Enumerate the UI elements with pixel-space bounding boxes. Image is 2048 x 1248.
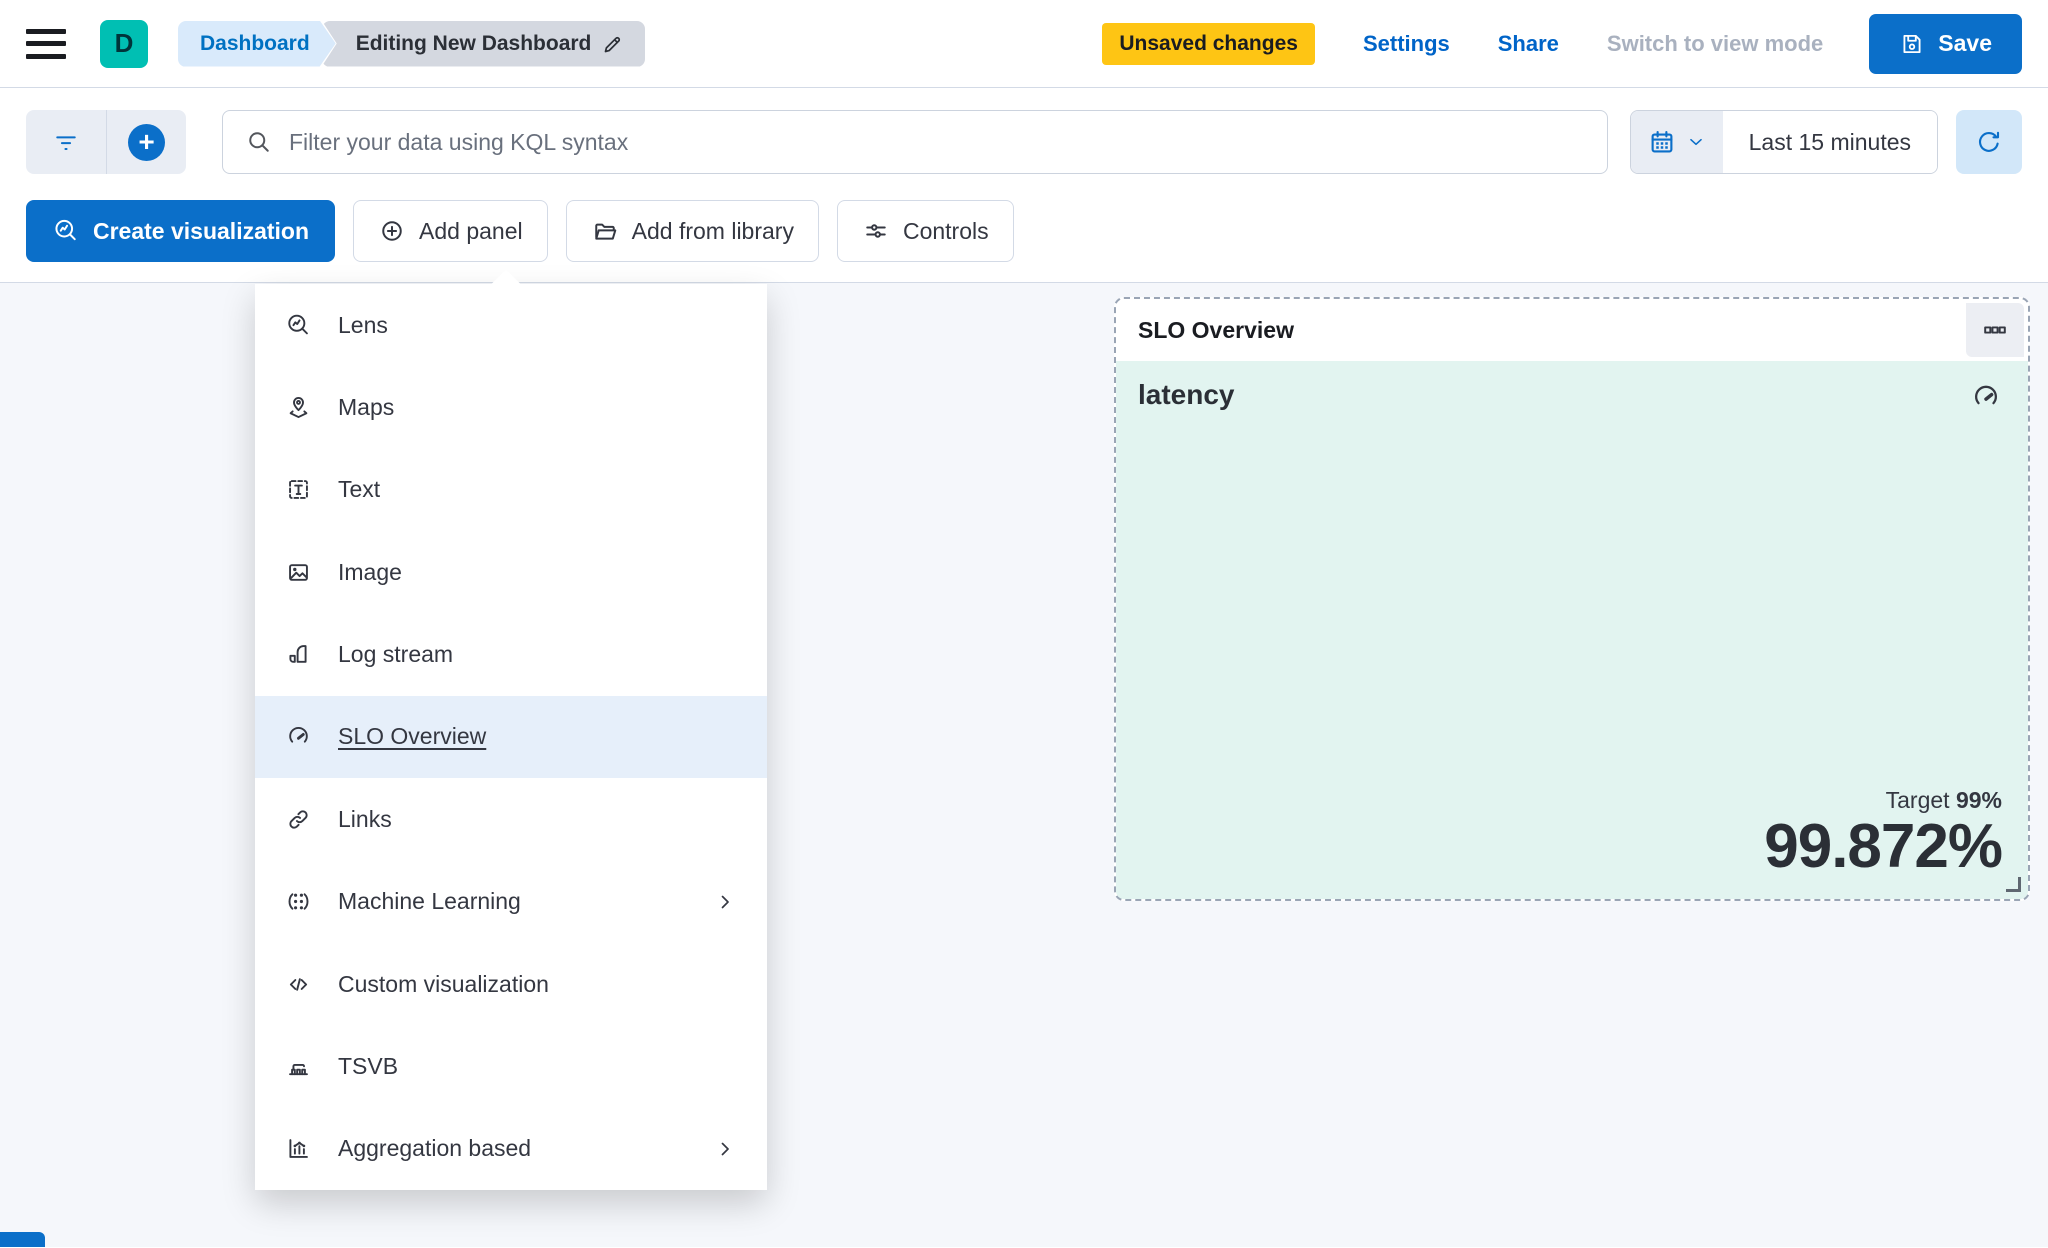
chevron-right-icon xyxy=(721,895,729,909)
kql-search-box xyxy=(222,110,1608,174)
menu-item-links[interactable]: Links xyxy=(255,778,767,861)
dashboard-toolbar: Create visualization Add panel Add from … xyxy=(0,196,2048,283)
panel-resize-handle[interactable] xyxy=(2006,877,2021,892)
slo-target-value: 99% xyxy=(1955,786,2002,813)
create-visualization-label: Create visualization xyxy=(93,217,310,244)
menu-item-lens[interactable]: Lens xyxy=(255,284,767,367)
menu-item-label: Text xyxy=(338,476,381,503)
breadcrumb-dashboard[interactable]: Dashboard xyxy=(178,21,336,67)
gauge-icon xyxy=(289,727,308,744)
log-stream-icon xyxy=(289,645,307,663)
add-from-library-label: Add from library xyxy=(631,217,794,244)
pencil-icon xyxy=(605,36,621,52)
slo-target-line: Target 99% xyxy=(1138,787,2002,814)
chevron-down-icon xyxy=(1689,138,1702,146)
code-icon xyxy=(289,977,308,991)
menu-item-label: Log stream xyxy=(338,641,454,668)
menu-item-machine-learning[interactable]: Machine Learning xyxy=(255,860,767,943)
menu-item-label: Image xyxy=(338,558,402,585)
slo-value: 99.872% xyxy=(1764,811,2003,881)
create-visualization-button[interactable]: Create visualization xyxy=(26,200,336,262)
menu-item-maps[interactable]: Maps xyxy=(255,366,767,449)
controls-label: Controls xyxy=(902,217,989,244)
lens-icon xyxy=(288,314,308,335)
plus-icon: + xyxy=(128,123,165,161)
add-panel-button[interactable]: Add panel xyxy=(353,200,548,262)
menu-item-label: Aggregation based xyxy=(338,1135,532,1162)
top-navigation-bar: D Dashboard Editing New Dashboard Unsave… xyxy=(0,0,2048,88)
panel-title: SLO Overview xyxy=(1138,316,1294,343)
add-from-library-button[interactable]: Add from library xyxy=(565,200,819,262)
time-range-button[interactable]: Last 15 minutes xyxy=(1722,111,1937,173)
panel-header: SLO Overview xyxy=(1116,299,2028,361)
chevron-right-icon xyxy=(721,1142,729,1156)
menu-item-label: Custom visualization xyxy=(338,970,549,997)
settings-link[interactable]: Settings xyxy=(1362,30,1450,56)
menu-item-custom-visualization[interactable]: Custom visualization xyxy=(255,942,767,1026)
refresh-icon xyxy=(1978,131,2000,152)
slo-metric-card: latency Target 99% 99.872% xyxy=(1116,361,2028,899)
plus-in-circle-icon xyxy=(382,221,402,241)
breadcrumb: Dashboard Editing New Dashboard xyxy=(178,20,646,67)
menu-item-label: SLO Overview xyxy=(338,723,487,750)
date-quick-select-button[interactable] xyxy=(1630,111,1723,173)
calendar-icon xyxy=(1651,130,1673,153)
query-filter-bar: + Last 15 minutes xyxy=(0,88,2048,196)
search-icon xyxy=(249,132,269,152)
save-button-label: Save xyxy=(1938,30,1992,56)
maps-icon xyxy=(289,397,308,419)
dashboard-canvas: Lens Maps Text Image Log stream SLO Over… xyxy=(0,269,2048,1247)
save-floppy-icon xyxy=(1903,34,1921,53)
refresh-button[interactable] xyxy=(1956,110,2022,174)
sliders-icon xyxy=(866,224,886,238)
machine-learning-icon xyxy=(288,893,309,910)
menu-item-tsvb[interactable]: TSVB xyxy=(255,1025,767,1108)
switch-view-mode-link[interactable]: Switch to view mode xyxy=(1606,30,1824,56)
slo-metric-name: latency xyxy=(1138,379,1235,410)
add-panel-menu: Lens Maps Text Image Log stream SLO Over… xyxy=(255,269,767,1190)
bottom-left-blue-strip xyxy=(0,1232,45,1247)
controls-button[interactable]: Controls xyxy=(836,200,1014,262)
folder-icon xyxy=(594,223,616,240)
slo-overview-panel[interactable]: SLO Overview latency Target 99% 99.872% xyxy=(1114,297,2030,901)
image-icon xyxy=(289,563,308,581)
boxes-horizontal-icon xyxy=(1984,326,2006,334)
text-icon xyxy=(289,480,308,500)
space-avatar[interactable]: D xyxy=(100,19,148,68)
menu-item-text[interactable]: Text xyxy=(255,448,767,532)
time-picker: Last 15 minutes xyxy=(1629,110,1938,174)
tsvb-icon xyxy=(289,1063,308,1076)
breadcrumb-current[interactable]: Editing New Dashboard xyxy=(321,20,646,67)
menu-item-label: TSVB xyxy=(338,1052,399,1079)
panel-options-button[interactable] xyxy=(1966,303,2024,357)
menu-item-label: Machine Learning xyxy=(338,888,521,915)
menu-item-label: Maps xyxy=(338,394,395,421)
slo-target-label: Target xyxy=(1885,786,1956,813)
link-icon xyxy=(289,810,308,829)
add-panel-label: Add panel xyxy=(419,217,523,244)
kql-search-input[interactable] xyxy=(289,128,1585,156)
menu-item-aggregation-based[interactable]: Aggregation based xyxy=(255,1107,767,1190)
unsaved-changes-badge: Unsaved changes xyxy=(1102,22,1315,65)
menu-item-log-stream[interactable]: Log stream xyxy=(255,613,767,696)
menu-item-label: Links xyxy=(338,805,392,832)
filter-fields-button[interactable] xyxy=(26,110,106,174)
lens-icon xyxy=(55,219,76,241)
add-filter-button[interactable]: + xyxy=(106,110,186,174)
menu-item-image[interactable]: Image xyxy=(255,531,767,614)
share-link[interactable]: Share xyxy=(1497,30,1559,56)
filter-lines-icon xyxy=(56,136,76,150)
aggregation-icon xyxy=(289,1139,308,1159)
menu-hamburger-icon[interactable] xyxy=(26,28,66,59)
save-button[interactable]: Save xyxy=(1869,13,2022,74)
breadcrumb-current-label: Editing New Dashboard xyxy=(355,31,592,55)
menu-item-slo-overview[interactable]: SLO Overview xyxy=(255,695,767,779)
gauge-icon xyxy=(1975,385,1997,405)
menu-item-label: Lens xyxy=(338,311,388,338)
filter-controls-group: + xyxy=(26,110,186,174)
